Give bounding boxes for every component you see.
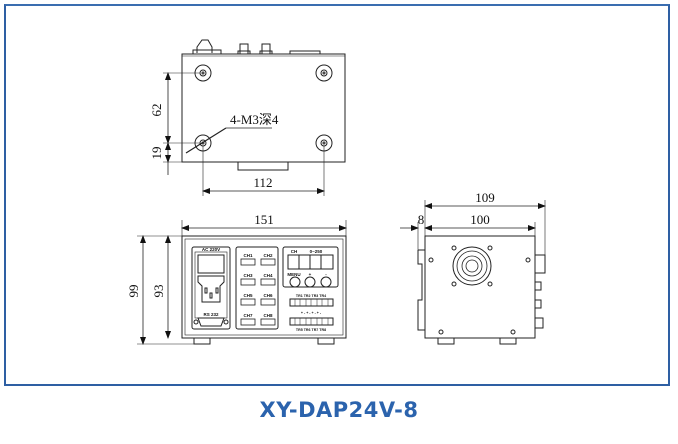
- channel-label: CH3: [243, 273, 252, 278]
- channel-label: CH1: [243, 253, 252, 258]
- trigger-top-label: TR1 TR2 TR3 TR4: [296, 294, 326, 298]
- front-view: [137, 220, 347, 345]
- channel-label: CH2: [263, 253, 272, 258]
- plus-button: [304, 276, 316, 288]
- dim-8: 8: [418, 212, 425, 227]
- dim-151: 151: [254, 212, 274, 227]
- channel-label: CH5: [243, 293, 252, 298]
- power-panel: [191, 246, 231, 330]
- fan-icon: [451, 245, 493, 287]
- model-title: XY-DAP24V-8: [259, 398, 419, 422]
- drawing-frame: [4, 4, 670, 386]
- display-range-label: 0~250: [310, 249, 323, 254]
- dim-109: 109: [475, 190, 495, 205]
- side-view: [400, 200, 546, 345]
- top-view: [163, 39, 346, 196]
- display-ch-label: CH: [291, 249, 298, 254]
- polarity-label: + - + - + - + -: [301, 311, 322, 315]
- dim-112: 112: [253, 175, 272, 190]
- dim-93: 93: [151, 285, 166, 298]
- dim-62: 62: [149, 104, 164, 117]
- terminal-block-top: [289, 298, 334, 307]
- serial-label: RS 232: [203, 312, 219, 317]
- trigger-bottom-label: TR5 TR6 TR7 TR8: [296, 328, 326, 332]
- terminal-block-bottom: [289, 317, 334, 326]
- iec-socket: [197, 275, 225, 303]
- minus-label: -: [325, 272, 327, 277]
- dim-99: 99: [126, 285, 141, 298]
- channel-label: CH8: [263, 313, 272, 318]
- channel-panel: [235, 246, 279, 330]
- plus-label: +: [309, 272, 312, 277]
- channel-label: CH4: [263, 273, 272, 278]
- channel-label: CH6: [263, 293, 272, 298]
- menu-button: [289, 276, 301, 288]
- mounting-hole: [315, 64, 333, 82]
- db9-connector: [197, 317, 225, 327]
- power-label: AC 220V: [202, 247, 220, 252]
- hole-callout: 4-M3深4: [230, 112, 279, 127]
- power-switch: [197, 254, 225, 274]
- minus-button: [320, 276, 332, 288]
- menu-label: MENU: [287, 272, 300, 277]
- channel-label: CH7: [243, 313, 252, 318]
- dim-100: 100: [470, 212, 490, 227]
- dim-19: 19: [149, 147, 164, 160]
